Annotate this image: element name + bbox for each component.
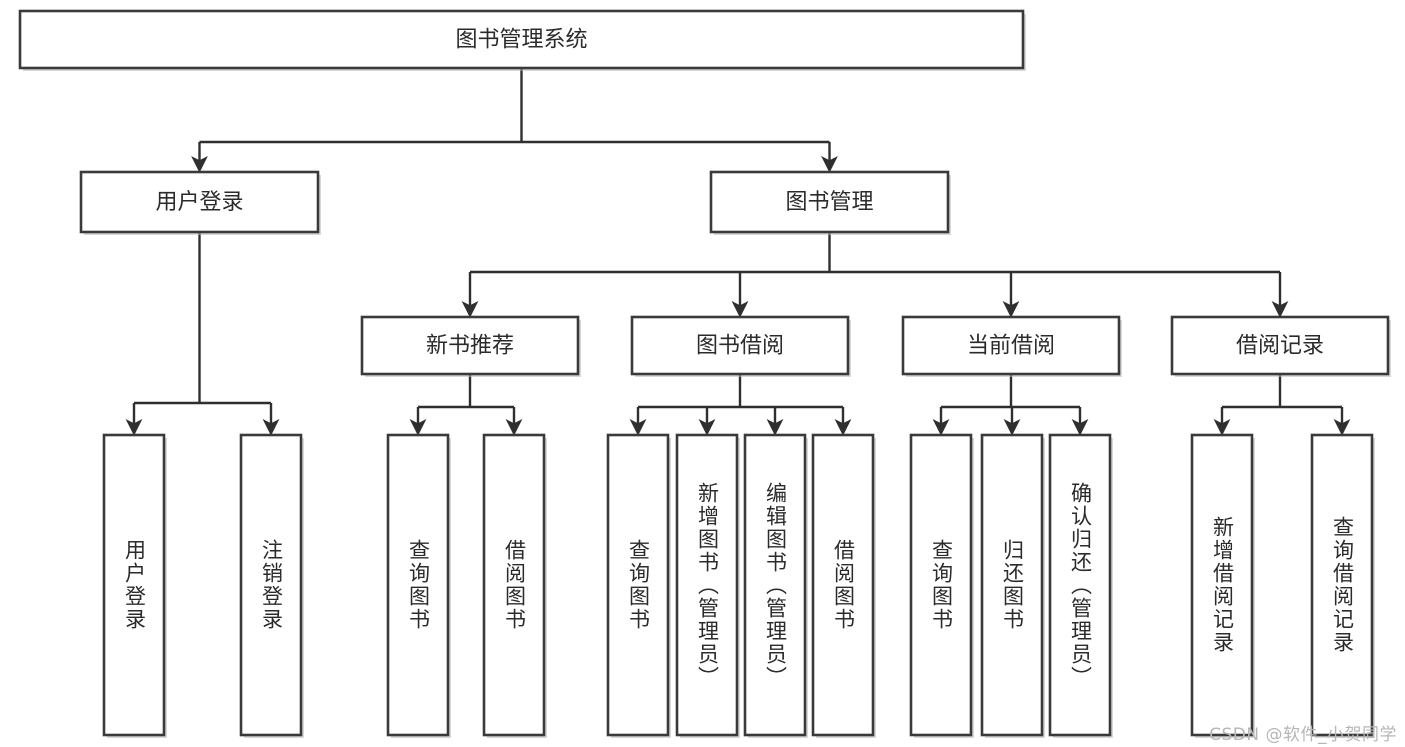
node-leaf-6[interactable] [743, 433, 807, 737]
node-level2-1[interactable] [709, 170, 950, 234]
connector-layer [125, 68, 1351, 436]
watermark: CSDN @软件_小贺同学 [1209, 725, 1397, 745]
node-level3-1[interactable] [630, 315, 850, 376]
node-leaf-9[interactable] [980, 433, 1044, 737]
box-layer [18, 9, 1390, 737]
node-leaf-8[interactable] [909, 433, 973, 737]
node-leaf-0[interactable] [102, 433, 166, 737]
node-level2-label-0: 用户登录 [155, 190, 243, 215]
node-leaf-2[interactable] [386, 433, 450, 737]
node-leaf-5[interactable] [675, 433, 739, 737]
node-leaf-11[interactable] [1190, 433, 1254, 737]
node-leaf-10[interactable] [1048, 433, 1112, 737]
node-leaf-4[interactable] [606, 433, 670, 737]
node-level3-label-3: 借阅记录 [1236, 334, 1324, 359]
node-root[interactable] [18, 9, 1025, 70]
node-level2-0[interactable] [79, 170, 320, 234]
node-leaf-7[interactable] [811, 433, 875, 737]
node-leaf-3[interactable] [482, 433, 546, 737]
node-root-label: 图书管理系统 [455, 28, 587, 53]
node-level3-label-0: 新书推荐 [426, 334, 514, 359]
node-level3-label-2: 当前借阅 [967, 334, 1055, 359]
node-level3-2[interactable] [901, 315, 1121, 376]
node-level2-label-1: 图书管理 [785, 190, 873, 215]
node-level3-0[interactable] [360, 315, 580, 376]
node-level3-3[interactable] [1170, 315, 1390, 376]
node-level3-label-1: 图书借阅 [696, 334, 784, 359]
node-leaf-12[interactable] [1310, 433, 1374, 737]
node-leaf-1[interactable] [239, 433, 303, 737]
